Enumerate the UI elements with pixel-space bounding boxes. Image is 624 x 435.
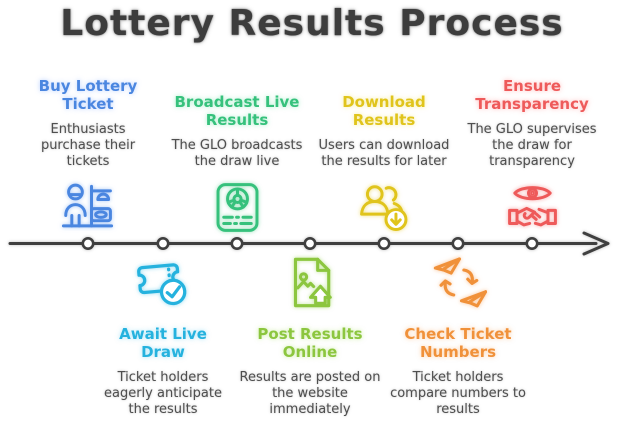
timeline-arrowhead: [582, 231, 610, 256]
eye-handshake-icon: [505, 180, 560, 235]
step-title: Broadcast Live Results: [174, 92, 300, 129]
timeline-node: [525, 237, 539, 250]
step-download-results: Download Results Users can download the …: [309, 54, 459, 170]
timeline-node: [156, 237, 170, 250]
step-description: Ticket holders compare numbers to result…: [390, 370, 526, 418]
step-title: Await Live Draw: [119, 325, 207, 361]
step-post-results-online: Post Results Online Results are posted o…: [230, 325, 390, 418]
ticket-counter-icon: [60, 180, 115, 235]
step-description: The GLO broadcasts the draw live: [171, 138, 303, 170]
step-broadcast-live-results: Broadcast Live Results The GLO broadcast…: [162, 54, 312, 170]
post-upload-icon: [283, 254, 340, 311]
step-buy-lottery-ticket: Buy Lottery Ticket Enthusiasts purchase …: [13, 54, 163, 170]
step-title: Download Results: [342, 92, 426, 129]
step-title: Buy Lottery Ticket: [38, 77, 138, 113]
step-title: Check Ticket Numbers: [404, 325, 512, 361]
step-ensure-transparency: Ensure Transparency The GLO supervises t…: [457, 54, 607, 170]
swap-compare-icon: [430, 254, 487, 311]
step-await-live-draw: Await Live Draw Ticket holders eagerly a…: [83, 325, 243, 418]
timeline-node: [81, 237, 95, 250]
lottery-machine-icon: [210, 180, 265, 235]
page-title: Lottery Results Process: [60, 3, 564, 44]
timeline-node: [303, 237, 317, 250]
step-title: Post Results Online: [257, 325, 363, 361]
step-description: Enthusiasts purchase their tickets: [40, 122, 136, 170]
step-title: Ensure Transparency: [475, 77, 589, 113]
step-description: Ticket holders eagerly anticipate the re…: [104, 370, 222, 418]
timeline-node: [451, 237, 465, 250]
step-description: Users can download the results for later: [318, 138, 450, 170]
timeline-node: [230, 237, 244, 250]
users-download-icon: [357, 180, 412, 235]
timeline-node: [377, 237, 391, 250]
process-timeline: [8, 231, 610, 256]
step-description: Results are posted on the website immedi…: [239, 370, 381, 418]
step-check-ticket-numbers: Check Ticket Numbers Ticket holders comp…: [378, 325, 538, 418]
step-description: The GLO supervises the draw for transpar…: [467, 122, 597, 170]
ticket-check-icon: [133, 254, 193, 314]
